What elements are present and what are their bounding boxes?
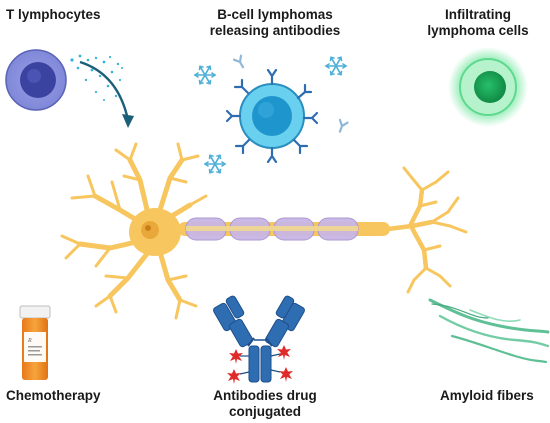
pill-bottle-icon: R — [19, 305, 51, 380]
infiltrating-cell-icon — [448, 47, 528, 127]
amyloid-fibers-icon — [428, 298, 550, 364]
b-cell-label: B-cell lymphomas releasing antibodies — [209, 7, 341, 38]
t-lymphocytes-label: T lymphocytes — [6, 7, 101, 22]
secretion-dots — [70, 54, 123, 101]
neuron-icon — [60, 142, 468, 320]
svg-text:R: R — [27, 338, 32, 344]
adc-label: Antibodies drug conjugated — [213, 388, 317, 419]
b-cell-icon — [225, 68, 319, 164]
infiltrating-label: Infiltrating lymphoma cells — [427, 7, 529, 38]
chemotherapy-label: Chemotherapy — [6, 388, 101, 403]
arrow-icon — [79, 60, 134, 128]
t-lymphocyte-icon — [5, 49, 67, 111]
antibody-drug-conjugate-icon — [213, 295, 305, 384]
amyloid-label: Amyloid fibers — [440, 388, 534, 403]
